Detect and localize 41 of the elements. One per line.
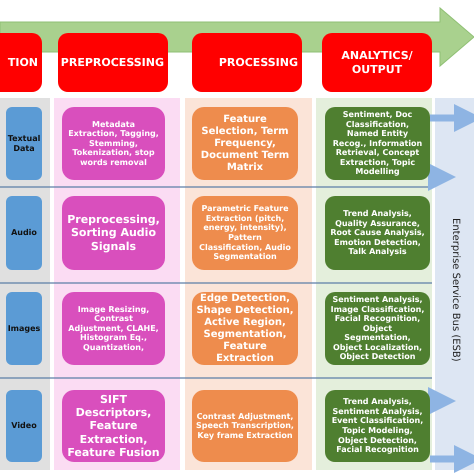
data-type-box: [6, 292, 42, 365]
node-label: Sentiment Analysis, Image Classification, Facial Recognition, Object Segmentation, Object Localization, Object Detection: [330, 294, 426, 362]
node-label: Preprocessing, Sorting Audio Signals: [66, 213, 161, 253]
node-label: Metadata Extraction, Tagging, Stemming, Tokenization, stop words removal: [67, 120, 160, 168]
node-label: Audio: [11, 228, 37, 238]
analytics-box: [325, 390, 430, 462]
node-label: Enterprise Service Bus (ESB): [449, 218, 461, 362]
node-label: Trend Analysis, Quality Assurance, Root Cause Analysis, Emotion Detection, Talk Analysis: [329, 209, 426, 257]
node-label: ANALYTICS/ OUTPUT: [340, 49, 414, 76]
processing-box: [192, 390, 298, 462]
stage-header: [192, 33, 302, 92]
arrow: [428, 163, 456, 191]
preprocessing-box: [62, 292, 165, 365]
analytics-box: [325, 107, 430, 180]
data-type-box: [6, 107, 42, 180]
stage-header: [322, 33, 432, 92]
node-label: SIFT Descriptors, Feature Extraction, Feature Fusion: [66, 393, 161, 459]
processing-box: [192, 196, 298, 270]
node-label: Textual Data: [8, 134, 40, 154]
data-type-box: [6, 390, 42, 462]
node-label: PROCESSING: [218, 56, 298, 70]
node-label: Video: [11, 421, 37, 431]
data-type-box: [6, 196, 42, 270]
analytics-box: [325, 196, 430, 270]
node-label: Image Resizing, Contrast Adjustment, CLAHE, Histogram Eq., Quantization,: [67, 304, 160, 352]
node-label: Images: [8, 324, 40, 334]
processing-box: [192, 107, 298, 180]
node-label: PREPROCESSING: [60, 56, 164, 70]
node-label: Sentiment, Doc Classification, Named Entity Recog., Information Retrieval, Concept Extraction, Topic Modelling: [332, 110, 424, 178]
stage-header: [58, 33, 168, 92]
arrow: [430, 445, 474, 473]
node-label: Contrast Adjustment, Speech Transcription, Key frame Extraction: [196, 412, 294, 440]
node-label: Feature Selection, Term Frequency, Document Term Matrix: [200, 114, 290, 174]
preprocessing-box: [62, 196, 165, 270]
node-label: TION: [8, 56, 38, 70]
node-label: Parametric Feature Extraction (pitch, energy, intensity), Pattern Classification, Audio Segmentation: [198, 204, 292, 262]
arrow: [430, 104, 474, 132]
arrow: [428, 387, 456, 415]
node-label: Trend Analysis, Sentiment Analysis, Event Classification, Topic Modeling, Object Detection, Facial Recognition: [330, 397, 424, 455]
node-label: Edge Detection, Shape Detection, Active Region, Segmentation, Feature Extraction: [196, 292, 294, 364]
preprocessing-box: [62, 107, 165, 180]
